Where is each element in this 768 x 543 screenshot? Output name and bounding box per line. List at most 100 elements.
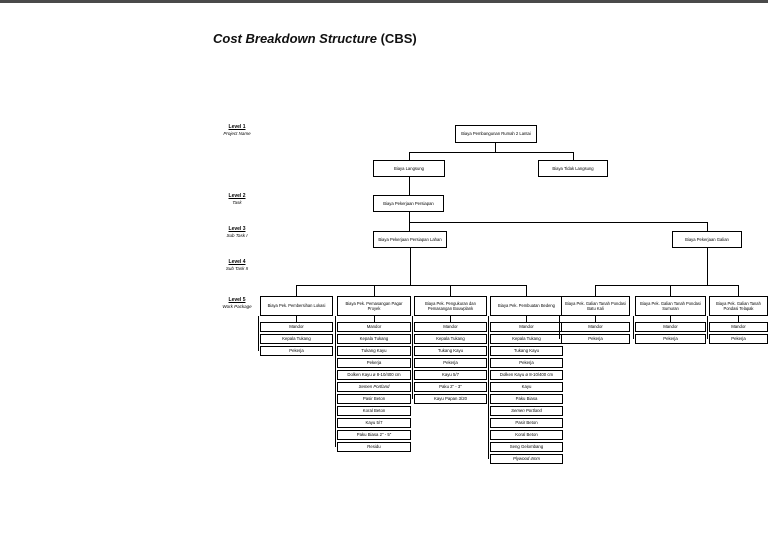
work-item: Tukang Kayu (490, 346, 563, 356)
level-1-name: Level 1 (228, 124, 246, 130)
node-biaya-langsung: Biaya Langsung (373, 160, 445, 177)
work-item: Plywood 4mm (490, 454, 563, 464)
connector-rail (559, 316, 560, 339)
connector-line (595, 316, 596, 322)
connector-line (707, 222, 708, 231)
work-item: Residu (337, 442, 411, 452)
node-biaya-tidak-langsung: Biaya Tidak Langsung (538, 160, 608, 177)
work-item: Pekerja (561, 334, 630, 344)
work-item: Kayu 5/7 (414, 370, 487, 380)
level-3-name: Level 3 (228, 226, 246, 232)
work-item: Mandor (561, 322, 630, 332)
work-package-header: Biaya Pek. Pembersihan Lokasi (260, 296, 333, 316)
connector-line (410, 248, 411, 285)
level-1-desc: Project Name (223, 130, 251, 136)
work-item: Mandor (709, 322, 768, 332)
connector-rail (707, 316, 708, 339)
work-item: Paku Biasa 2" - 5" (337, 430, 411, 440)
page-title-italic-part: Cost Breakdown Structure (213, 31, 377, 46)
level-2-name: Level 2 (228, 193, 246, 199)
work-item: Pekerja (490, 358, 563, 368)
connector-line (738, 285, 739, 296)
work-item: Mandor (635, 322, 706, 332)
node-pekerjaan-galian: Biaya Pekerjaan Galian (672, 231, 742, 248)
level-5-label: Level 5 Work Package (201, 297, 273, 309)
connector-line (707, 248, 708, 285)
work-item: Tukang Kayu (337, 346, 411, 356)
work-package-header: Biaya Pek. Pengukuran dan Pemasangan Bou… (414, 296, 487, 316)
connector-line (595, 285, 596, 296)
work-item: Pekerja (635, 334, 706, 344)
connector-line (296, 285, 297, 296)
node-root: Biaya Pembangunan Rumah 2 Lantai (455, 125, 537, 143)
level-1-label: Level 1 Project Name (201, 124, 273, 136)
work-item: Seng Gelombang (490, 442, 563, 452)
page-top-border (0, 0, 768, 3)
work-item: Tukang Kayu (414, 346, 487, 356)
connector-line (450, 316, 451, 322)
work-item: Kepala Tukang (260, 334, 333, 344)
connector-line (738, 316, 739, 322)
work-item: Mandor (490, 322, 563, 332)
page-title-plain-part: (CBS) (376, 31, 417, 46)
page-title: Cost Breakdown Structure (CBS) (213, 31, 417, 46)
level-4-desc: Sub Task II (225, 265, 249, 271)
work-item: Pasir Beton (337, 394, 411, 404)
level-5-name: Level 5 (228, 297, 246, 303)
work-item: Kepala Tukang (414, 334, 487, 344)
level-2-label: Level 2 Task (201, 193, 273, 205)
work-item: Kepala Tukang (337, 334, 411, 344)
work-item: Kayu 5/7 (337, 418, 411, 428)
work-item: Paku Biasa (490, 394, 563, 404)
connector-line (296, 285, 527, 286)
node-pekerjaan-persiapan: Biaya Pekerjaan Persiapan (373, 195, 444, 212)
connector-line (409, 212, 410, 231)
work-item: Pekerja (337, 358, 411, 368)
work-item: Pekerja (260, 346, 333, 356)
work-item: Mandor (260, 322, 333, 332)
connector-line (374, 285, 375, 296)
connector-rail (258, 316, 259, 351)
work-item: Dolken Kayu ø 8-10/400 cm (337, 370, 411, 380)
connector-line (526, 316, 527, 322)
work-item: Paku 2" - 3" (414, 382, 487, 392)
connector-line (526, 285, 527, 296)
level-3-label: Level 3 Sub Task I (201, 226, 273, 238)
work-item: Semen Portland (490, 406, 563, 416)
level-2-desc: Task (232, 199, 242, 205)
connector-line (409, 152, 574, 153)
work-item: Koral Beton (490, 430, 563, 440)
level-4-name: Level 4 (228, 259, 246, 265)
connector-line (450, 285, 451, 296)
connector-line (409, 177, 410, 195)
connector-rail (412, 316, 413, 399)
connector-line (573, 152, 574, 160)
work-item: Pekerja (414, 358, 487, 368)
work-item: Pasir Beton (490, 418, 563, 428)
level-3-desc: Sub Task I (226, 232, 248, 238)
connector-line (495, 143, 496, 152)
connector-rail (488, 316, 489, 459)
work-item: Kayu (490, 382, 563, 392)
connector-line (409, 152, 410, 160)
connector-rail (633, 316, 634, 339)
work-package-header: Biaya Pek. Pembuatan Bedeng (490, 296, 563, 316)
connector-rail (335, 316, 336, 447)
connector-line (670, 285, 671, 296)
level-4-label: Level 4 Sub Task II (201, 259, 273, 271)
work-item: Koral Beton (337, 406, 411, 416)
work-package-header: Biaya Pek. Galian Tanah Pondasi Telapak (709, 296, 768, 316)
work-item: Mandor (414, 322, 487, 332)
work-item: Kepala Tukang (490, 334, 563, 344)
connector-line (670, 316, 671, 322)
node-persiapan-lahan: Biaya Pekerjaan Persiapan Lahan (373, 231, 447, 248)
work-item: Mandor (337, 322, 411, 332)
work-package-header: Biaya Pek. Galian Tanah Pondasi Batu Kal… (561, 296, 630, 316)
connector-line (374, 316, 375, 322)
work-package-header: Biaya Pek. Galian Tanah Pondasi Sumuran (635, 296, 706, 316)
connector-line (595, 285, 739, 286)
work-item: Pekerja (709, 334, 768, 344)
work-package-header: Biaya Pek. Pemasangan Pagar Proyek (337, 296, 411, 316)
work-item: Semen Portland (337, 382, 411, 392)
